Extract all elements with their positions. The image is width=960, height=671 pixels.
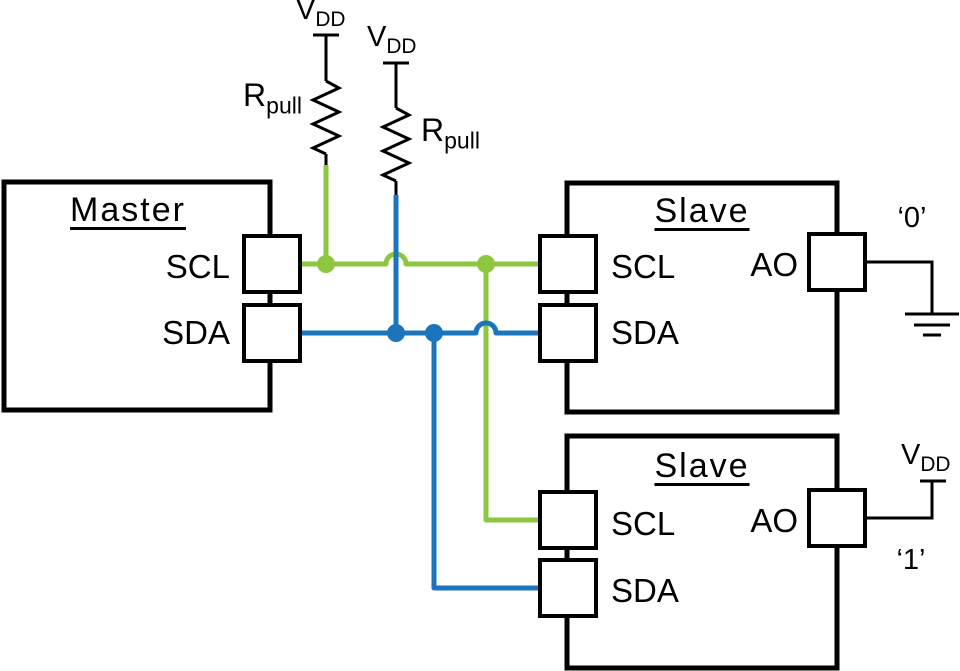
master-box (1, 179, 273, 413)
slave-bottom-box (564, 433, 840, 671)
vdd-label-sda-pullup: VDD (367, 21, 417, 58)
slave-bottom-scl-pin (538, 490, 598, 550)
slave-top-ao-pin (807, 232, 867, 292)
master-scl-pin-label: SCL (165, 248, 230, 285)
address-1-label: ‘1’ (896, 544, 926, 576)
sda-bus-wire (300, 320, 540, 336)
slave-bottom-ao-pin (807, 488, 867, 548)
slave-top-sda-pin-label: SDA (611, 314, 679, 351)
sda-junction-dot-pullup (387, 324, 405, 342)
pullup-resistor-scl (309, 79, 343, 156)
scl-junction-dot-pullup (317, 255, 335, 273)
slave-top-title: Slave (654, 192, 750, 230)
slave-bottom-scl-pin-label: SCL (611, 505, 676, 542)
rpull-label-scl: Rpull (243, 77, 302, 119)
slave-top-scl-pin-label: SCL (611, 248, 676, 285)
vdd-label-slave-bottom: VDD (901, 439, 951, 476)
ground-icon (905, 312, 959, 337)
ao-wire-slave-top (866, 260, 934, 314)
slave-bottom-sda-pin (538, 558, 598, 618)
sda-junction-dot-branch (425, 324, 443, 342)
slave-top-ao-pin-label: AO (750, 246, 798, 283)
scl-junction-dot-branch (477, 255, 495, 273)
scl-bus-wire (300, 251, 540, 267)
scl-branch-wire (483, 264, 540, 523)
master-sda-pin (242, 303, 302, 363)
master-sda-pin-label: SDA (162, 314, 230, 351)
rpull-label-sda: Rpull (421, 112, 480, 154)
slave-top-scl-pin (538, 234, 598, 294)
vdd-label-scl-pullup: VDD (296, 0, 346, 31)
ao-wire-slave-bottom (866, 481, 934, 520)
slave-bottom-ao-pin-label: AO (750, 502, 798, 539)
master-scl-pin (242, 234, 302, 294)
slave-top-box (564, 180, 840, 415)
pullup-resistor-sda (379, 106, 413, 183)
address-0-label: ‘0’ (897, 202, 927, 234)
master-title: Master (70, 191, 186, 229)
slave-top-sda-pin (538, 303, 598, 363)
slave-bottom-title: Slave (654, 447, 750, 485)
slave-bottom-sda-pin-label: SDA (611, 572, 679, 609)
sda-branch-wire (431, 333, 540, 591)
